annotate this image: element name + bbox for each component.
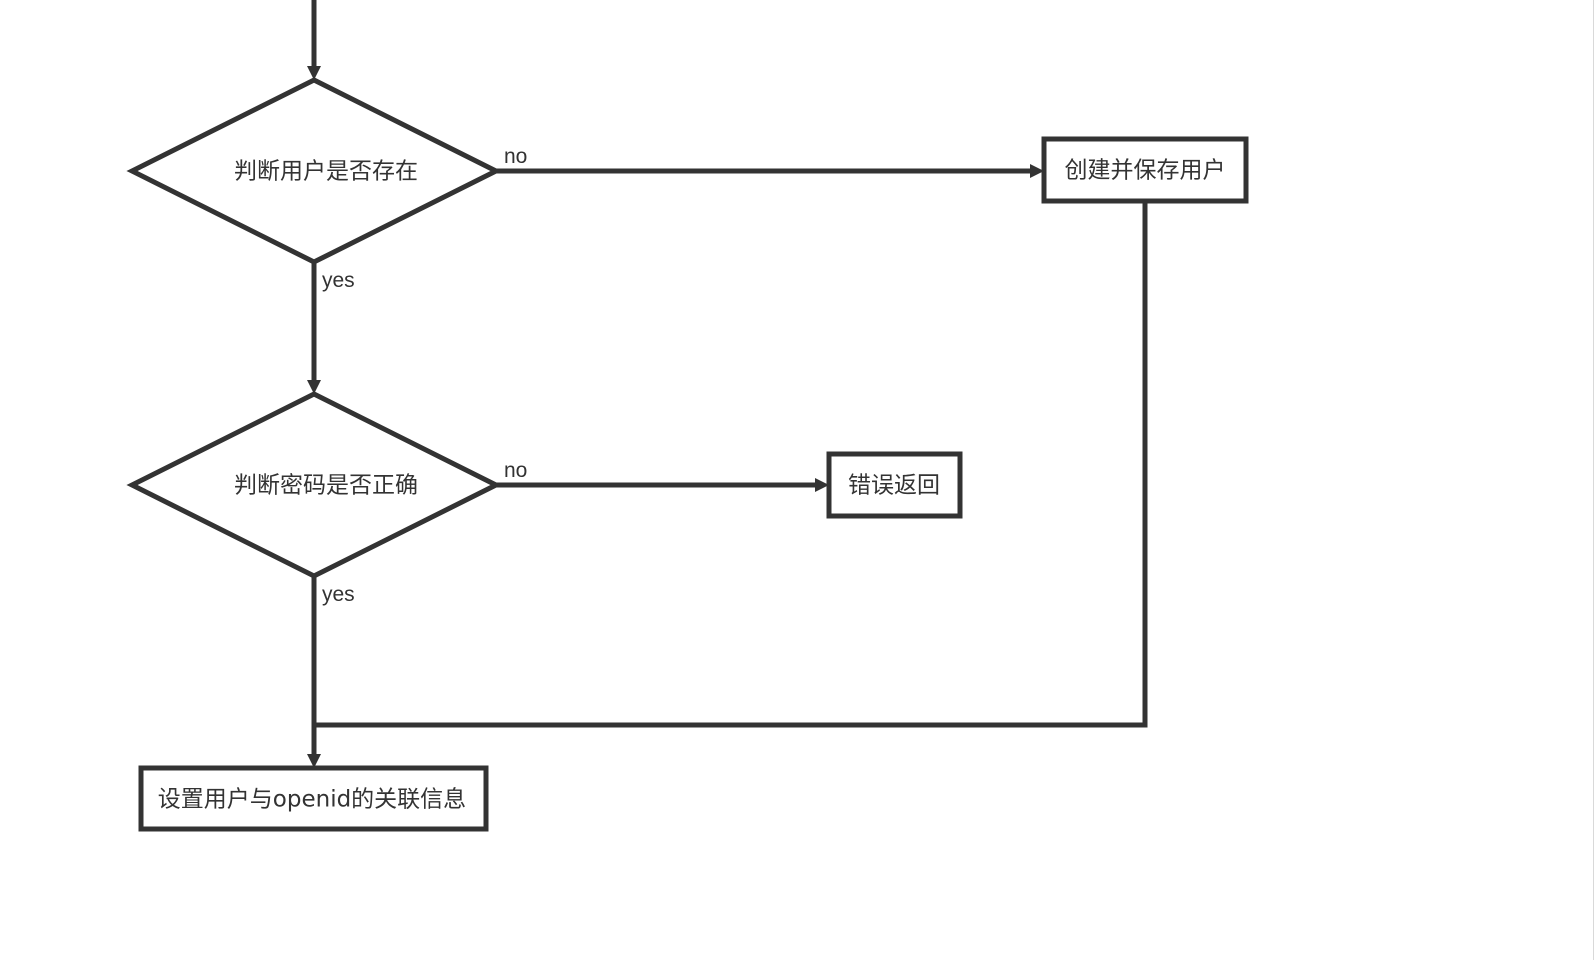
arrowhead-create-user bbox=[1030, 164, 1044, 178]
arrowhead-check-password bbox=[307, 380, 321, 394]
arrowhead-entry bbox=[307, 66, 321, 80]
process-create-user-label: 创建并保存用户 bbox=[1065, 158, 1226, 184]
edge-label-user-exists-no: no bbox=[504, 145, 527, 168]
edge-label-password-no: no bbox=[504, 459, 527, 482]
decision-check-password-label: 判断密码是否正确 bbox=[234, 473, 418, 499]
edge-create-user-merge bbox=[314, 201, 1148, 728]
arrowhead-error-return bbox=[815, 478, 829, 492]
edge-label-password-yes: yes bbox=[322, 583, 355, 606]
process-set-openid-label: 设置用户与openid的关联信息 bbox=[158, 787, 466, 813]
process-set-openid[interactable] bbox=[138, 765, 489, 832]
process-error-return[interactable] bbox=[826, 451, 963, 519]
arrowhead-set-openid bbox=[307, 754, 321, 768]
decision-user-exists-label: 判断用户是否存在 bbox=[234, 159, 418, 185]
edge-label-user-exists-yes: yes bbox=[322, 269, 355, 292]
process-create-user[interactable] bbox=[1041, 136, 1249, 204]
process-error-return-label: 错误返回 bbox=[848, 473, 940, 499]
